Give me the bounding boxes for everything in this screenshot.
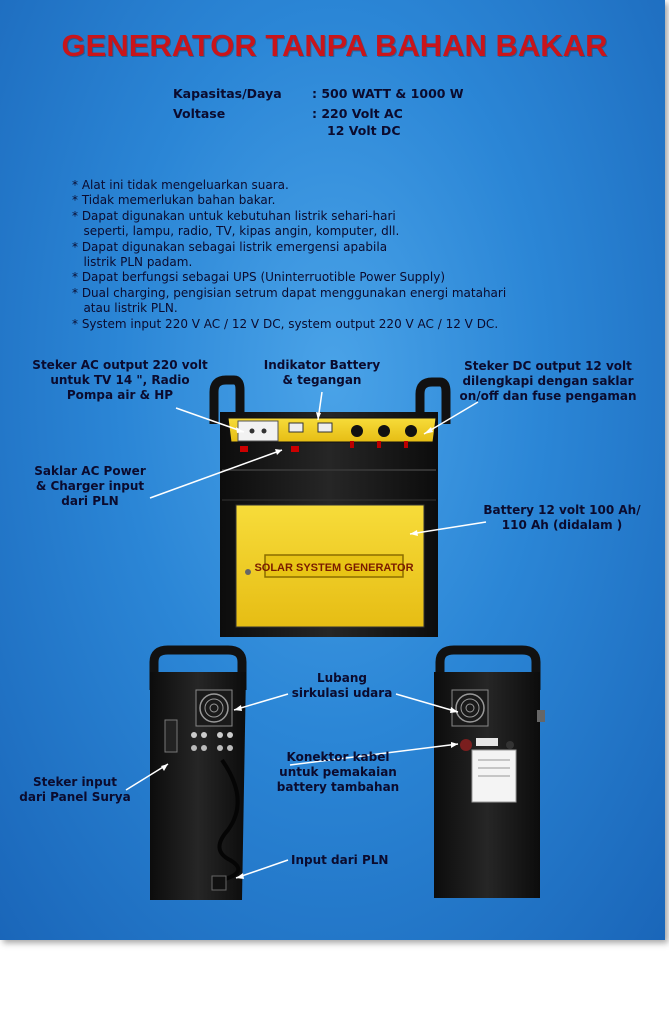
feature-item: listrik PLN padam.: [72, 255, 193, 270]
door-lock: [245, 569, 251, 575]
feature-item: * Dapat berfungsi sebagai UPS (Uninterru…: [72, 270, 446, 285]
spec-value-voltage-dc: 12 Volt DC: [327, 123, 401, 138]
device-label-text: SOLAR SYSTEM GENERATOR: [254, 562, 413, 574]
callout-dc-output: Steker DC output 12 volt dilengkapi deng…: [459, 359, 637, 403]
feature-item: * Dual charging, pengisian setrum dapat …: [72, 285, 507, 300]
power-cable: [217, 758, 241, 882]
spec-label-capacity: Kapasitas/Daya: [173, 86, 282, 101]
device-label-plate: [264, 554, 404, 578]
callout-battery: Battery 12 volt 100 Ah/ 110 Ah (didalam …: [483, 503, 641, 532]
dc-output-sockets: [350, 425, 417, 448]
handle-left: [209, 375, 245, 424]
callout-battery-indicator: Indikator Battery & tegangan: [263, 358, 381, 387]
feature-item: seperti, lampu, radio, TV, kipas angin, …: [72, 224, 400, 239]
ac-power-switches: [240, 446, 299, 452]
power-plug-icon: [211, 875, 227, 891]
feature-item: * Alat ini tidak mengeluarkan suara.: [72, 178, 289, 192]
feature-item: * System input 220 V AC / 12 V DC, syste…: [72, 316, 499, 331]
poster-panel: GENERATOR TANPA BAHAN BAKAR Kapasitas/Da…: [0, 0, 665, 940]
feature-item: * Tidak memerlukan bahan bakar.: [72, 193, 276, 208]
fan-icon: [451, 689, 489, 727]
callout-ac-switch: Saklar AC Power & Charger input dari PLN: [34, 464, 146, 508]
fan-icon: [195, 689, 233, 727]
rear-right-handle: [435, 645, 541, 690]
feature-item: atau listrik PLN.: [72, 301, 178, 316]
callout-solar-input: Steker input dari Panel Surya: [19, 775, 131, 804]
callout-lines: [125, 391, 487, 879]
voltage-meter: [317, 422, 333, 433]
solar-input-sockets: [164, 719, 233, 753]
rear-left-handle: [149, 645, 247, 690]
spec-value-capacity: : 500 WATT & 1000 W: [312, 86, 464, 101]
feature-item: * Dapat digunakan sebagai listrik emerge…: [72, 239, 388, 254]
callout-ac-output: Steker AC output 220 volt untuk TV 14 ",…: [32, 358, 208, 402]
handle-right: [415, 377, 451, 424]
spec-label-voltage: Voltase: [173, 106, 226, 121]
feature-item: * Dapat digunakan untuk kebutuhan listri…: [72, 208, 396, 223]
callout-air-holes: Lubang sirkulasi udara: [291, 671, 393, 700]
battery-meter: [288, 422, 304, 433]
ac-socket: [237, 420, 279, 442]
page-title: GENERATOR TANPA BAHAN BAKAR: [61, 28, 608, 63]
callout-pln-input: Input dari PLN: [291, 853, 389, 867]
spec-value-voltage-ac: : 220 Volt AC: [312, 106, 403, 121]
generator-illustration: SOLAR SYSTEM GENERATOR: [125, 375, 545, 900]
feature-list: * Alat ini tidak mengeluarkan suara. * T…: [72, 178, 506, 332]
callout-battery-connector: Konektor kabel untuk pemakaian battery t…: [276, 750, 400, 794]
battery-connector: [460, 739, 472, 751]
